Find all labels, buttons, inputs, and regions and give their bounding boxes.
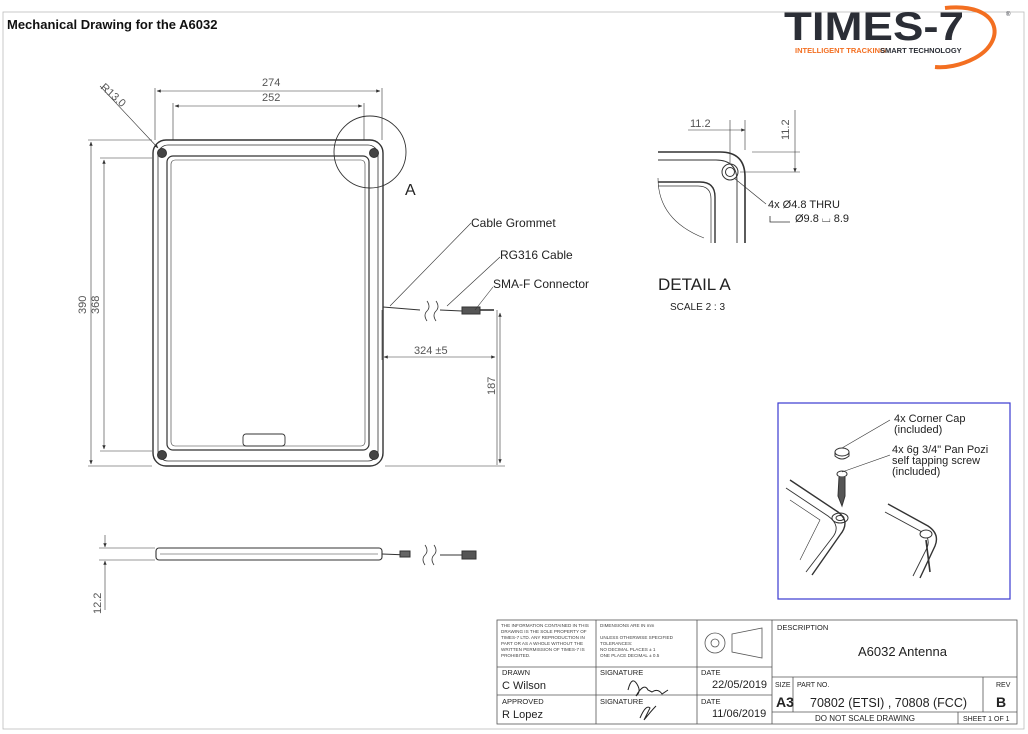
page-title: Mechanical Drawing for the A6032 [7,17,218,32]
front-view [88,85,505,467]
detail-marker: A [405,182,416,199]
tb-rev-label: REV [996,682,1011,689]
tb-part-no: 70802 (ETSI) , 70808 (FCC) [810,696,967,710]
inset-corner-cap-line2: (included) [894,424,942,436]
logo-tagline-a: INTELLIGENT TRACKING [795,46,886,55]
detail-dim-y: 11.2 [780,119,792,140]
tb-size: A3 [776,694,794,710]
inset-screw-line1: 4x 6g 3/4" Pan Pozi [892,444,988,456]
detail-scale: SCALE 2 : 3 [670,302,725,313]
logo-swoosh-icon [934,5,997,70]
tb-description: A6032 Antenna [858,644,948,659]
hardware-inset-frame [777,402,1011,600]
dim-cable-height: 187 [486,377,498,395]
dim-inner-width: 252 [262,92,280,104]
tb-part-no-label: PART NO. [797,682,829,689]
tb-drawn-by: C Wilson [502,680,546,692]
signature-approved-icon [639,705,657,721]
detail-dim-x: 11.2 [690,118,711,130]
tb-do-not-scale: DO NOT SCALE DRAWING [815,714,915,723]
signature-drawn-icon [627,680,669,697]
tb-notice-line: WRITTEN PERMISSION OF TIMES-7 IS [501,647,585,652]
tb-notice-line: PROHIBITED. [501,653,530,658]
inset-screw-line2: self tapping screw [892,455,980,467]
logo-wordmark: TIMES-7 [784,5,964,49]
tb-approved-by: R Lopez [502,709,543,721]
dim-outer-height: 390 [77,296,89,314]
tb-sheet: SHEET 1 OF 1 [963,716,1010,723]
inset-corner-cap-line1: 4x Corner Cap [894,413,966,425]
tb-notice: THE INFORMATION CONTAINED IN THIS DRAWIN… [501,623,589,658]
tb-notice-line: PART OR AS A WHOLE WITHOUT THE [501,641,583,646]
detail-title: DETAIL A [658,275,731,294]
tb-size-label: SIZE [775,682,791,689]
label-sma-f-connector: SMA-F Connector [493,277,589,291]
tb-tolerance-line: DIMENSIONS ARE IN mm [600,623,655,628]
hardware-inset-drawing [785,419,938,579]
tb-date-label-2: DATE [701,697,720,706]
tb-notice-line: THE INFORMATION CONTAINED IN THIS [501,623,589,628]
dim-cable-length: 324 ±5 [414,345,448,357]
tb-tolerance-line: ONE PLACE DECIMAL ± 0.5 [600,653,660,658]
logo-tagline-b: SMART TECHNOLOGY [880,46,962,55]
tb-description-label: DESCRIPTION [777,623,828,632]
dim-thickness: 12.2 [92,593,104,614]
sheet-border [2,11,1025,730]
dim-radius: R13.0 [98,81,128,110]
tb-drawn-label: DRAWN [502,668,530,677]
logo-registered: ® [1006,11,1011,18]
side-view [99,535,477,610]
detail-hole-spec: 4x Ø4.8 THRU [768,199,840,211]
detail-a-view [657,110,800,243]
tb-drawn-date: 22/05/2019 [712,679,767,691]
detail-counterbore-spec: Ø9.8 ⌴ 8.9 [795,213,849,225]
title-block [496,619,1018,725]
tb-notice-line: DRAWING IS THE SOLE PROPERTY OF [501,629,587,634]
tb-approved-label: APPROVED [502,697,544,706]
tb-tolerance-line: TOLERANCES: [600,641,632,646]
times7-logo: TIMES-7 INTELLIGENT TRACKING SMART TECHN… [784,5,1011,70]
inset-screw-line3: (included) [892,466,940,478]
label-rg316-cable: RG316 Cable [500,248,573,262]
tb-approved-date: 11/06/2019 [712,708,766,720]
tb-tolerances: DIMENSIONS ARE IN mm UNLESS OTHERWISE SP… [600,623,674,658]
tb-notice-line: TIMES-7 LTD. ANY REPRODUCTION IN [501,635,585,640]
label-cable-grommet: Cable Grommet [471,216,556,230]
tb-signature-label: SIGNATURE [600,668,643,677]
tb-signature-label-2: SIGNATURE [600,697,643,706]
tb-date-label: DATE [701,668,720,677]
tb-tolerance-line: NO DECIMAL PLACES ± 1 [600,647,656,652]
tb-tolerance-line: UNLESS OTHERWISE SPECIFIED [600,635,674,640]
dim-outer-width: 274 [262,77,280,89]
tb-rev: B [996,694,1006,710]
dim-inner-height: 368 [90,296,102,314]
